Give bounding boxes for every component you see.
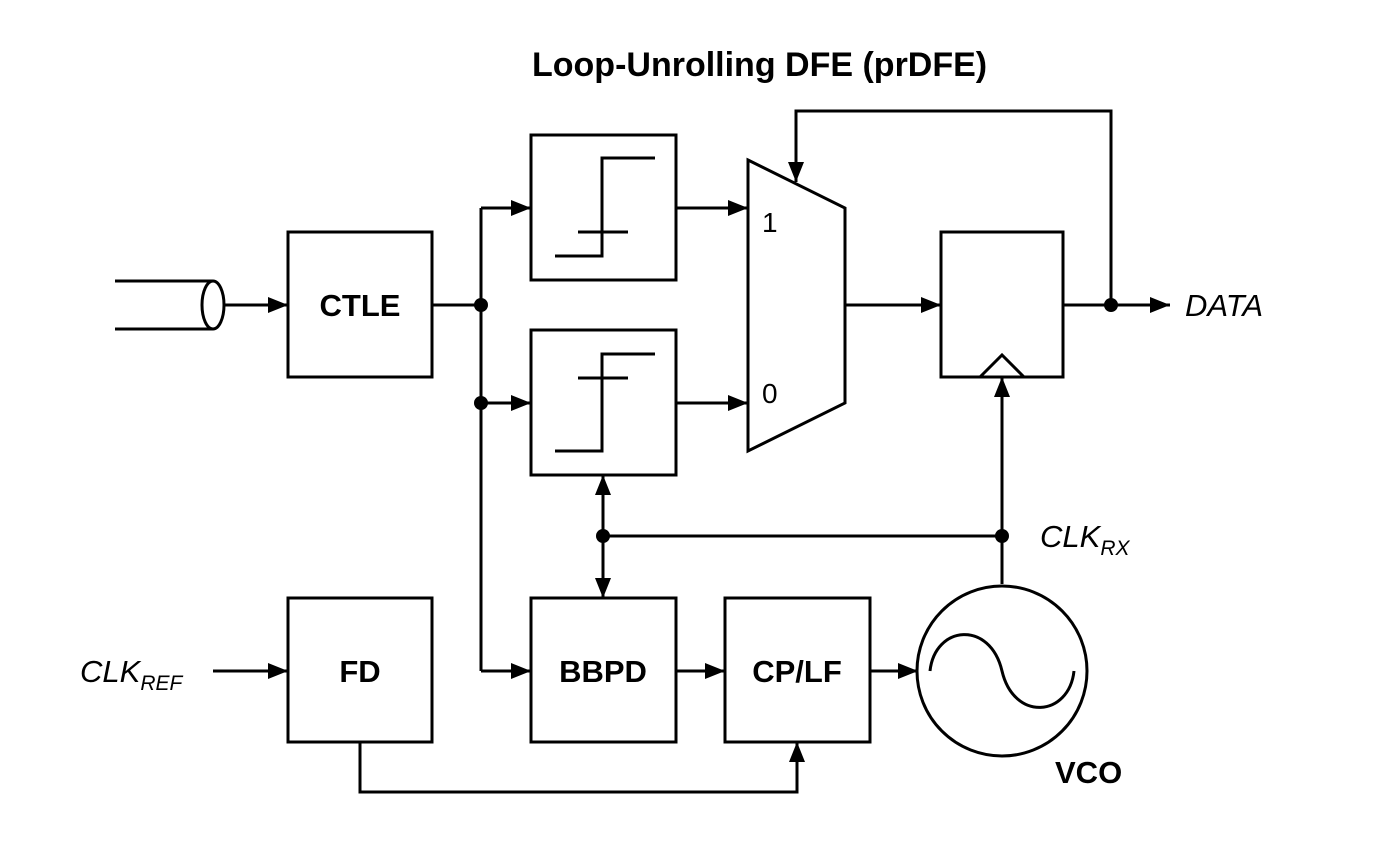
mux-input-1-label: 1: [762, 207, 778, 238]
sine-wave-icon: [928, 633, 1076, 709]
bbpd-label: BBPD: [559, 654, 647, 689]
clk-rx-label: CLKRX: [1040, 519, 1130, 560]
comparator-upper: [529, 133, 678, 282]
mux-input-0-label: 0: [762, 378, 778, 409]
ctle-block: CTLE: [286, 230, 434, 379]
slicer-transfer-icon: [555, 156, 655, 258]
data-output-label: DATA: [1185, 288, 1263, 323]
mux: 1 0: [746, 157, 847, 454]
ctle-output-wires: [432, 200, 531, 679]
clk-rx-wires: [595, 377, 1010, 598]
clk-rx-subscript: RX: [1100, 537, 1130, 560]
clk-ref-subscript: REF: [140, 672, 183, 695]
cplf-block: CP/LF: [723, 596, 872, 744]
clk-ref-label: CLKREF: [80, 654, 183, 695]
wire-fd-to-cplf: [358, 742, 805, 794]
fd-label: FD: [339, 654, 380, 689]
slicer-transfer-icon: [555, 352, 655, 453]
flip-flop: [939, 230, 1065, 379]
bbpd-block: BBPD: [529, 596, 678, 744]
data-output-wires: [788, 109, 1170, 313]
ctle-label: CTLE: [320, 288, 401, 323]
cplf-label: CP/LF: [752, 654, 842, 689]
vco-block: [915, 584, 1089, 758]
fd-block: FD: [286, 596, 434, 744]
diagram-title: Loop-Unrolling DFE (prDFE): [532, 46, 987, 84]
clock-input-icon: [978, 352, 1026, 379]
vco-label: VCO: [1055, 755, 1122, 790]
coax-input-icon: [115, 279, 226, 331]
comparator-lower: [529, 328, 678, 477]
